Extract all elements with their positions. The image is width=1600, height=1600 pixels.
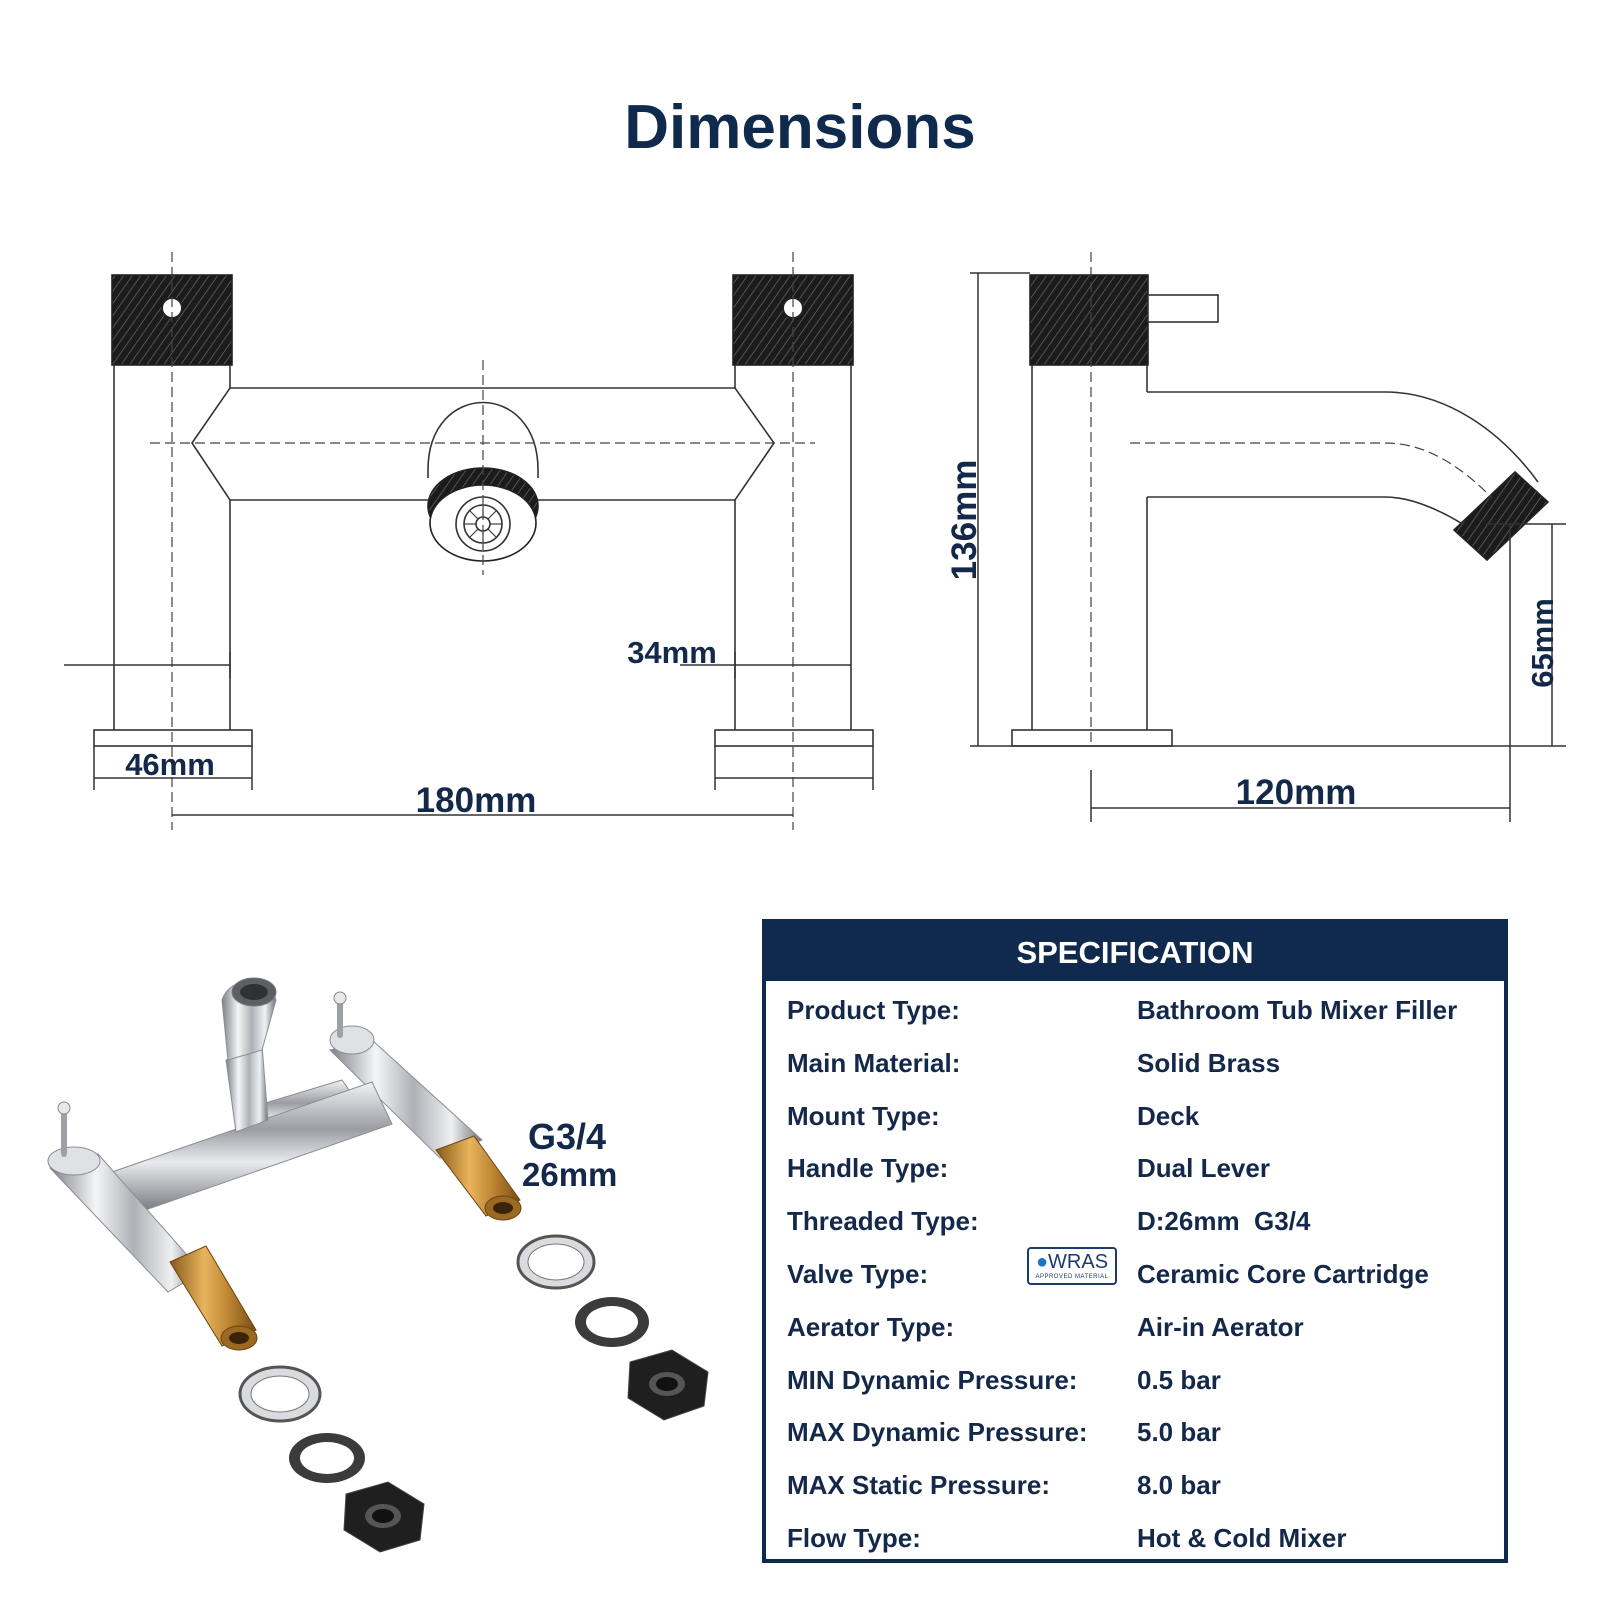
spec-label: MAX Dynamic Pressure: <box>787 1417 1088 1447</box>
spec-label: Flow Type: <box>787 1523 921 1553</box>
spec-label: Main Material: <box>787 1048 961 1078</box>
spec-value: Hot & Cold Mixer <box>1137 1523 1347 1553</box>
spec-value: 0.5 bar <box>1137 1365 1221 1395</box>
specification-heading: SPECIFICATION <box>766 923 1504 981</box>
spec-row-product-type: Product Type: Bathroom Tub Mixer Filler <box>766 995 1504 1035</box>
spec-label: Threaded Type: <box>787 1206 979 1236</box>
spec-row-max-static-pressure: MAX Static Pressure: 8.0 bar <box>766 1470 1504 1510</box>
side-lever <box>1147 294 1219 323</box>
thread-diameter-label: 26mm <box>522 1156 618 1193</box>
spec-value: Ceramic Core Cartridge <box>1137 1259 1429 1289</box>
wras-logo-text: ●WRAS <box>1035 1251 1109 1273</box>
reach-120-label: 120mm <box>1236 773 1357 812</box>
side-base-plate <box>1011 729 1173 747</box>
spec-value: Air-in Aerator <box>1137 1312 1304 1342</box>
spec-label: Aerator Type: <box>787 1312 955 1342</box>
spec-row-max-dynamic-pressure: MAX Dynamic Pressure: 5.0 bar <box>766 1417 1504 1457</box>
faucet-product-illustration <box>47 977 709 1553</box>
page-title: Dimensions <box>624 93 976 162</box>
spec-value: Bathroom Tub Mixer Filler <box>1137 995 1458 1025</box>
spec-value: Dual Lever <box>1137 1153 1270 1183</box>
spec-value: 5.0 bar <box>1137 1417 1221 1447</box>
spec-label: Handle Type: <box>787 1153 949 1183</box>
spec-value: Solid Brass <box>1137 1048 1281 1078</box>
spec-row-main-material: Main Material: Solid Brass <box>766 1048 1504 1088</box>
spec-row-valve-type: Valve Type: ●WRAS APPROVED MATERIAL Cera… <box>766 1247 1504 1299</box>
side-aerator <box>1452 470 1550 562</box>
spec-label: Valve Type: <box>787 1259 929 1289</box>
side-view <box>970 252 1566 822</box>
base-46-label: 46mm <box>125 747 215 782</box>
spec-label: MIN Dynamic Pressure: <box>787 1365 1078 1395</box>
spec-value: 8.0 bar <box>1137 1470 1221 1500</box>
front-view <box>64 252 874 830</box>
left-brass-thread <box>169 1245 257 1347</box>
spec-row-threaded-type: Threaded Type: D:26mm G3/4 <box>766 1206 1504 1246</box>
spec-row-aerator-type: Aerator Type: Air-in Aerator <box>766 1312 1504 1352</box>
width-180-label: 180mm <box>416 781 537 820</box>
wras-sub-text: APPROVED MATERIAL <box>1035 1274 1109 1280</box>
spec-row-min-dynamic-pressure: MIN Dynamic Pressure: 0.5 bar <box>766 1365 1504 1405</box>
spec-row-flow-type: Flow Type: Hot & Cold Mixer <box>766 1523 1504 1563</box>
side-spout <box>1147 391 1539 483</box>
spec-row-mount-type: Mount Type: Deck <box>766 1101 1504 1141</box>
column-34-label: 34mm <box>627 635 717 670</box>
height-136-label: 136mm <box>945 460 984 581</box>
spec-label: Product Type: <box>787 995 960 1025</box>
right-base-plate <box>714 729 874 747</box>
spout-height-65-label: 65mm <box>1525 598 1560 688</box>
wras-badge: ●WRAS APPROVED MATERIAL <box>1027 1247 1117 1285</box>
side-handle-knurl <box>1029 274 1149 366</box>
spec-label: MAX Static Pressure: <box>787 1470 1050 1500</box>
spec-value: Deck <box>1137 1101 1200 1131</box>
specification-panel: SPECIFICATION Product Type: Bathroom Tub… <box>762 919 1508 1563</box>
thread-spec-label: G3/4 <box>528 1116 607 1157</box>
left-base-plate <box>93 729 253 747</box>
spec-row-handle-type: Handle Type: Dual Lever <box>766 1153 1504 1193</box>
spec-value: D:26mm G3/4 <box>1137 1206 1311 1236</box>
spec-label: Mount Type: <box>787 1101 940 1131</box>
